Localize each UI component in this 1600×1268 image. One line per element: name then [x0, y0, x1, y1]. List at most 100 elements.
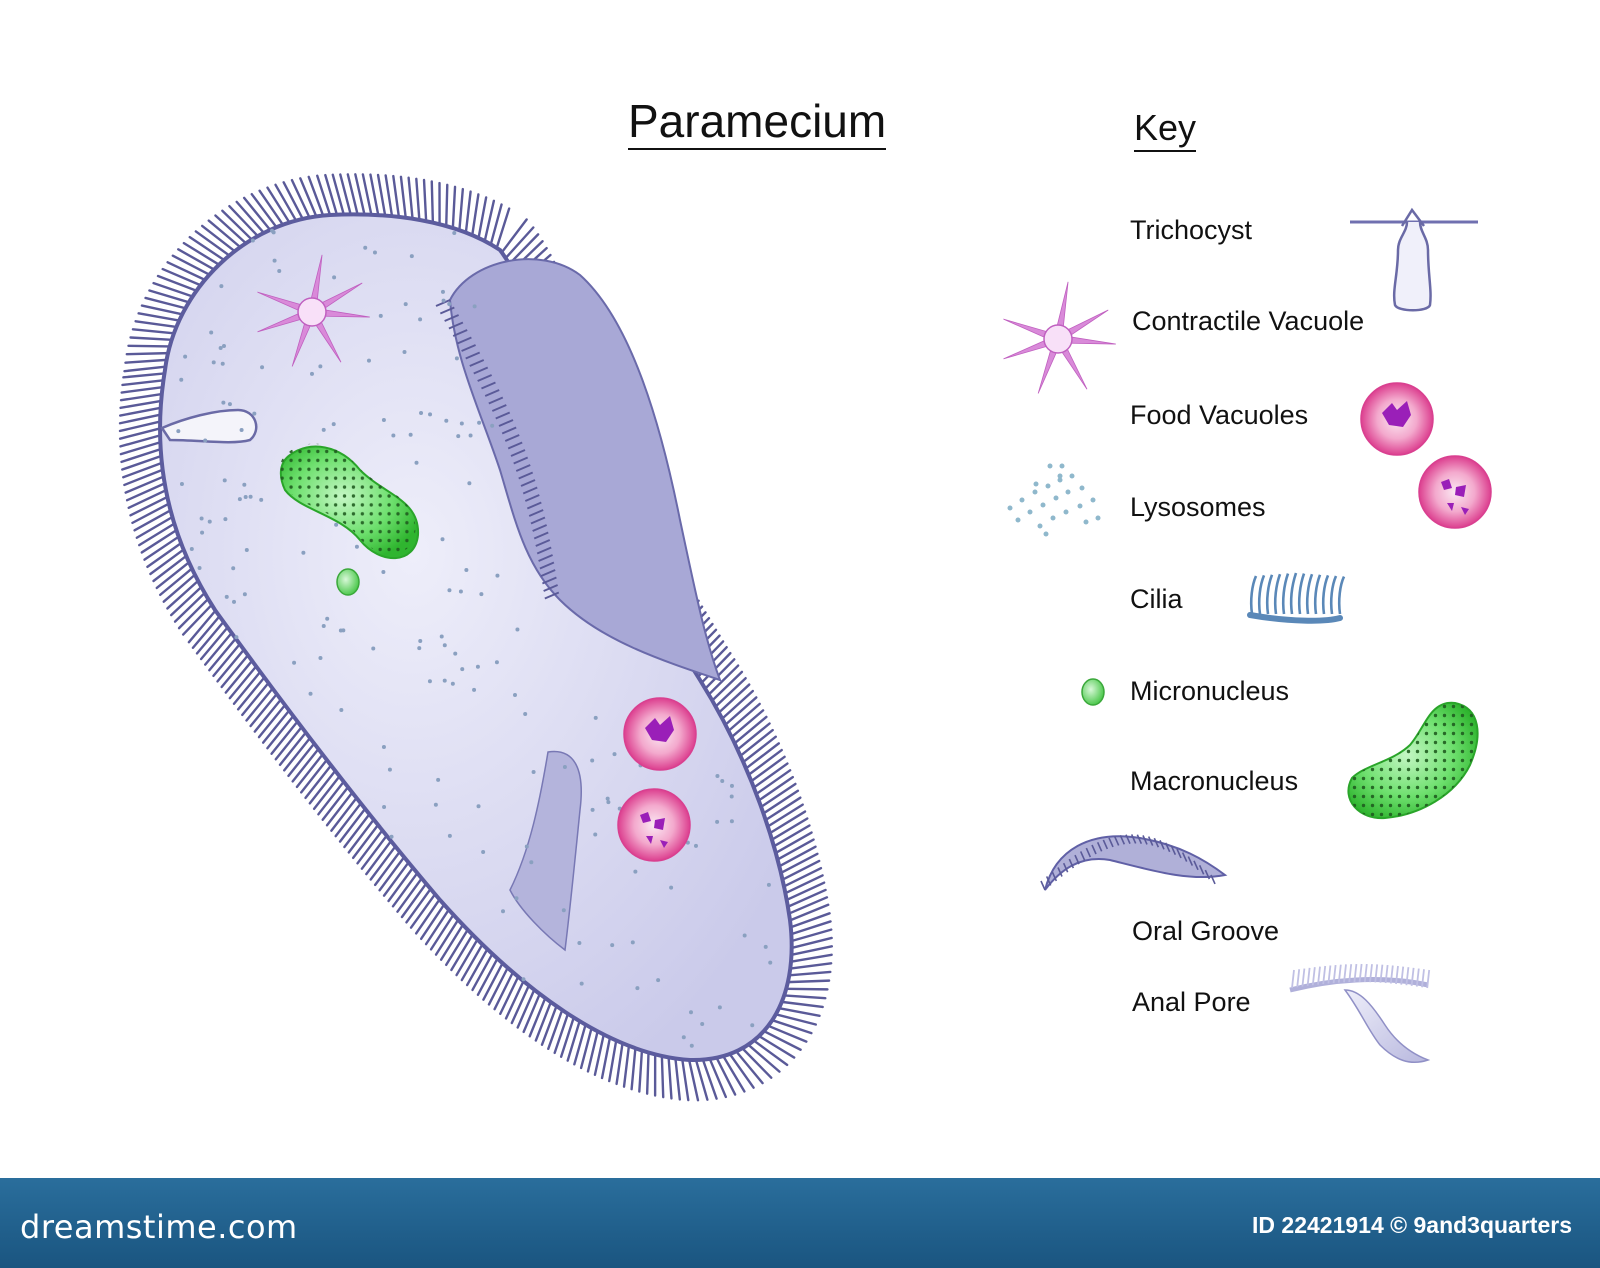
lysosome-dot — [515, 627, 520, 632]
groove-cilium — [1051, 871, 1058, 882]
cilium — [741, 1047, 773, 1079]
cilium — [120, 385, 164, 394]
cilium — [667, 1056, 673, 1100]
cilium — [232, 670, 262, 705]
cilium — [767, 1024, 808, 1043]
trichocyst-icon — [1350, 207, 1478, 312]
cilium — [118, 427, 162, 440]
lysosome-dot — [715, 819, 720, 824]
cilium — [752, 1039, 789, 1067]
lysosome-dot — [221, 400, 226, 405]
cilium — [133, 509, 172, 532]
cilium — [188, 235, 226, 262]
anal-pore-cilium — [1296, 969, 1301, 988]
groove-cilium — [435, 299, 451, 307]
cilium — [384, 174, 394, 218]
gullet — [509, 750, 582, 952]
key-label-oral-groove: Oral Groove — [1132, 916, 1280, 946]
anal-pore-cilium — [1301, 968, 1306, 987]
cilium — [194, 230, 231, 257]
groove-cilium — [452, 329, 468, 337]
cilium — [757, 775, 794, 802]
anal-pore-cilium — [1395, 965, 1399, 985]
cilium — [504, 979, 525, 1020]
micronucleus-icon — [1081, 678, 1105, 706]
lysosome-dot — [242, 482, 247, 487]
cilium — [504, 226, 535, 260]
cilium — [747, 748, 783, 776]
cilium — [317, 780, 345, 816]
lysosome-dot — [512, 693, 517, 698]
groove-cilium — [524, 494, 540, 502]
cilium — [155, 561, 191, 590]
cilium — [1297, 573, 1306, 615]
cilium — [483, 199, 496, 243]
cilium — [274, 183, 298, 222]
key-label-contractile-vacuole: Contractile Vacuole — [1132, 306, 1365, 336]
lysosome-dot — [531, 769, 536, 774]
lysosome-dot — [590, 758, 595, 763]
oral-region — [448, 258, 722, 682]
cilium — [361, 173, 373, 216]
macronucleus-icon — [1347, 701, 1479, 820]
lysosome-dot — [750, 1023, 755, 1028]
cilium — [119, 406, 162, 417]
lysosome-dot — [309, 371, 314, 376]
anal-pore-cilium — [1322, 965, 1327, 985]
lysosome-dot — [381, 744, 386, 749]
lysosome-dot — [250, 238, 255, 243]
groove-cilium — [444, 314, 460, 322]
cilium — [304, 764, 333, 800]
vacuole-center — [297, 297, 327, 327]
groove-cilium — [477, 374, 493, 382]
lysosome-dot — [321, 427, 326, 432]
cilium — [228, 665, 258, 700]
lysosome-dot — [1063, 509, 1069, 515]
cilium — [282, 181, 304, 221]
lysosome-dot — [339, 708, 344, 713]
lysosome-dot — [1057, 473, 1063, 479]
cilium — [135, 515, 174, 539]
lysosome-dot — [720, 779, 725, 784]
food-vacuole-icon — [1360, 382, 1492, 529]
groove-cilium — [488, 396, 504, 405]
key-label-food-vacuoles: Food Vacuoles — [1130, 400, 1309, 430]
groove-cilium — [1153, 837, 1160, 848]
cilium — [701, 1058, 718, 1100]
lysosome-dot — [490, 423, 495, 428]
cilium — [785, 987, 829, 991]
cilium — [148, 289, 191, 304]
cilium — [158, 567, 194, 597]
cilium — [121, 454, 163, 471]
cilium — [1329, 575, 1338, 615]
anal-pore-cilium — [1421, 969, 1425, 988]
cilium — [321, 786, 350, 821]
lysosome-dot — [224, 594, 229, 599]
lysosome-dot — [635, 986, 640, 991]
cilium — [134, 320, 178, 329]
lysosome-dot — [354, 544, 359, 549]
cilium — [152, 554, 188, 583]
cilium — [228, 204, 259, 238]
cilium — [387, 866, 415, 903]
anal-pore-cilium — [1306, 967, 1311, 986]
cilium — [547, 1008, 564, 1051]
cilium — [166, 261, 207, 282]
cilium — [717, 683, 751, 714]
lysosome-dot — [308, 691, 313, 696]
groove-cilium — [528, 509, 544, 517]
lysosome-dot — [325, 616, 330, 621]
lysosome-dot — [447, 833, 452, 838]
cilium — [553, 1012, 570, 1055]
cilium — [295, 753, 324, 789]
lysosome-dot — [440, 289, 445, 294]
groove-cilium — [1125, 834, 1131, 844]
cilium — [122, 372, 166, 379]
cilium — [207, 219, 242, 249]
cilium — [500, 218, 528, 254]
cilium — [600, 1036, 612, 1080]
cilium — [780, 1000, 824, 1009]
cilium — [721, 689, 755, 720]
lysosome-dot — [222, 478, 227, 483]
lysosome-dot — [1037, 523, 1043, 529]
